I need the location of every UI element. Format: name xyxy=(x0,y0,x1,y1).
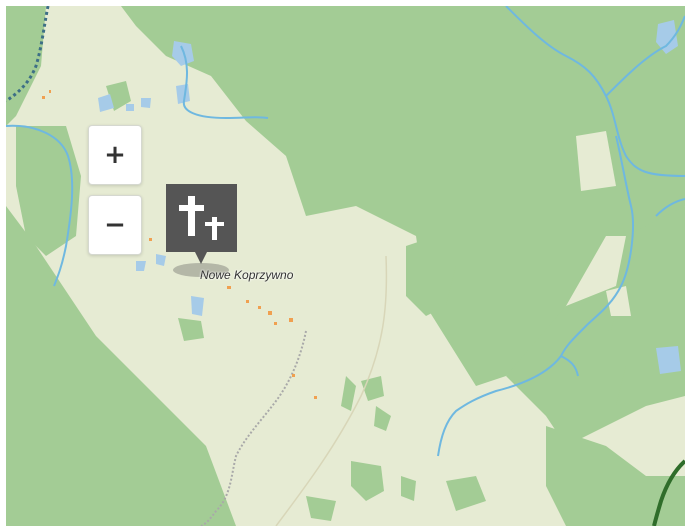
forest-areas xyxy=(6,6,685,526)
water-bodies xyxy=(98,20,681,374)
zoom-in-button[interactable]: + xyxy=(88,125,142,185)
place-label: Nowe Koprzywno xyxy=(200,268,294,282)
streams xyxy=(6,6,685,457)
track-road xyxy=(200,330,307,526)
place-marker[interactable] xyxy=(166,184,237,272)
main-road xyxy=(652,459,685,526)
dashed-boundary xyxy=(6,6,50,103)
zoom-out-button[interactable]: − xyxy=(88,195,142,255)
cemetery-crosses-icon xyxy=(166,184,237,264)
path-line xyxy=(275,255,388,526)
marker-shadow xyxy=(173,263,229,277)
map-tiles xyxy=(6,6,685,526)
map-canvas[interactable]: + − Nowe Koprzywno xyxy=(6,6,685,526)
